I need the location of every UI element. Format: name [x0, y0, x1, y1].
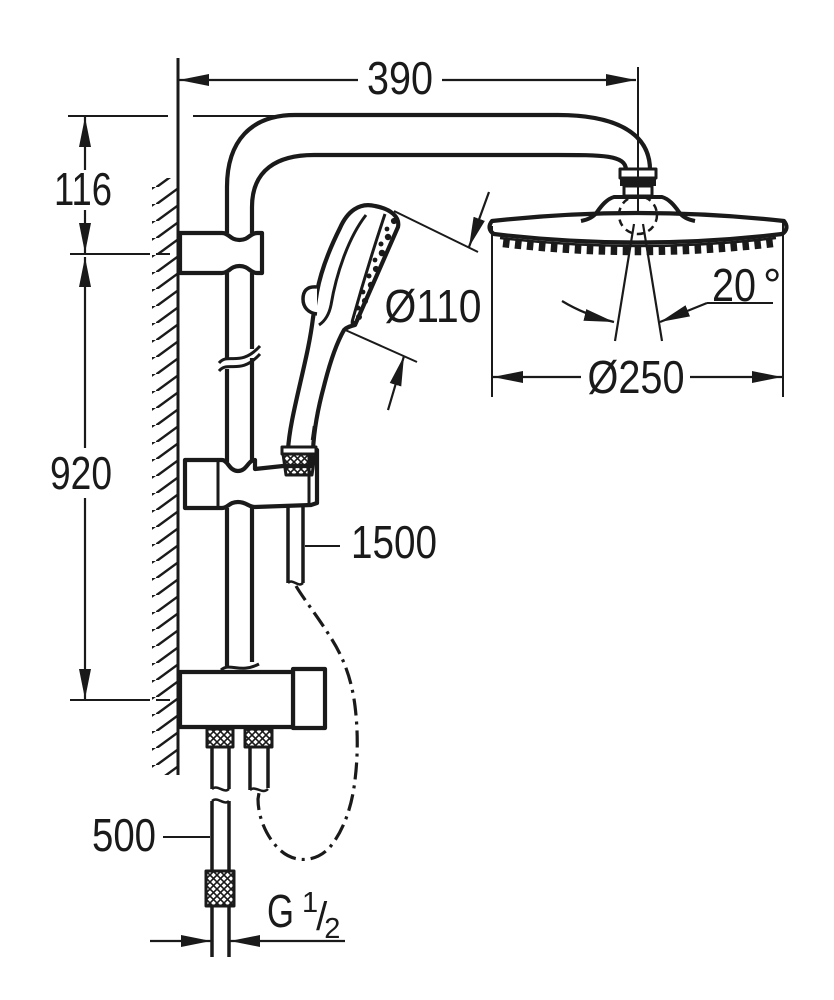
- label-116: 116: [54, 163, 112, 215]
- label-920: 920: [50, 447, 112, 499]
- hose-coupler: [204, 869, 236, 908]
- dim-390: [179, 67, 639, 213]
- dim-angle-20: [561, 300, 773, 324]
- dim-250: [491, 220, 784, 397]
- hand-shower-hose-nut: [281, 452, 317, 477]
- hand-shower-body: [285, 203, 401, 453]
- dim-110: [342, 191, 491, 411]
- spray-face-rim: [350, 213, 387, 323]
- mode-button: [301, 285, 318, 316]
- hand-shower-hose: [256, 506, 359, 861]
- hose-nut: [243, 727, 274, 749]
- rail-break-line: [217, 344, 262, 365]
- spray-cone-right: [641, 223, 664, 342]
- thread-slash: /: [316, 895, 328, 939]
- label-1500: 1500: [351, 516, 437, 568]
- label-diameter-250: Ø250: [588, 351, 685, 403]
- label-390: 390: [367, 52, 433, 104]
- head-nozzle-band: [502, 238, 774, 256]
- supply-nut: [205, 727, 235, 749]
- hand-shower: [280, 203, 401, 477]
- thread-denominator: 2: [324, 913, 340, 945]
- rail-bracket-top: [177, 230, 265, 276]
- hose-outlet: [290, 666, 328, 731]
- supply-hose: [204, 747, 270, 957]
- spray-cone-left: [613, 223, 636, 342]
- spray-nozzle-dots: [350, 217, 398, 326]
- dim-116: [68, 115, 292, 255]
- head-shower-plate: [487, 210, 789, 245]
- thread-numerator: 1: [302, 887, 318, 919]
- thread-g: G: [267, 885, 294, 937]
- label-500: 500: [92, 809, 156, 861]
- bottom-bracket: [177, 662, 328, 749]
- shower-rail: [217, 273, 262, 667]
- label-angle-20deg: 20°: [712, 259, 781, 311]
- wall-hatch: [152, 58, 180, 775]
- label-degree-symbol: °: [763, 259, 781, 311]
- label-angle-value: 20: [712, 259, 756, 311]
- dim-920: [70, 257, 176, 701]
- label-diameter-110: Ø110: [385, 280, 482, 332]
